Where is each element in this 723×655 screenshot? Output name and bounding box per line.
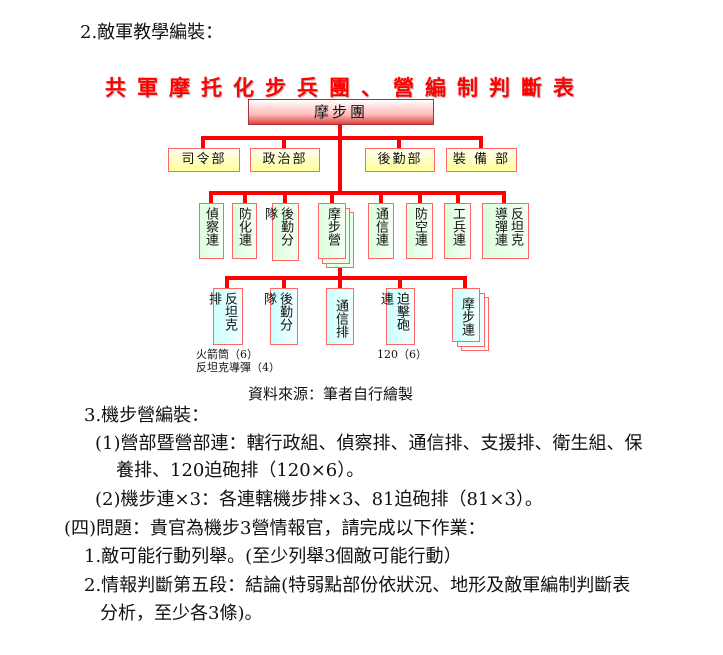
connector — [338, 123, 342, 193]
question-item: 分析，至少各3條)。 — [100, 603, 263, 624]
level1-box: 司令部 — [168, 148, 240, 172]
connector — [456, 191, 460, 204]
level3-box: 通信排 — [326, 288, 354, 345]
chart-title: 共軍摩托化步兵團、營編制判斷表 — [105, 75, 585, 100]
chart-note: 120（6） — [377, 348, 427, 361]
connector — [463, 276, 467, 289]
connector — [243, 191, 247, 204]
level3-box: 迫擊砲連 — [378, 288, 415, 345]
connector — [398, 276, 402, 289]
level2-box: 防空連 — [406, 203, 433, 259]
paragraph: (1)營部暨營部連：轄行政組、偵察排、通信排、支援排、衛生組、保 — [95, 433, 643, 454]
chart-note: 火箭筒（6） — [196, 348, 258, 361]
level2-box: 摩步營 — [318, 203, 346, 259]
level1-box: 裝 備 部 — [446, 148, 517, 172]
connector — [330, 191, 334, 204]
paragraph: 養排、120迫砲排（120×6）。 — [116, 460, 365, 481]
level2-box: 通信連 — [368, 203, 394, 259]
section-3-heading: 3.機步營編裝： — [84, 405, 210, 426]
connector — [282, 276, 286, 289]
connector — [397, 136, 401, 149]
level3-box: 反坦克排 — [206, 288, 243, 345]
connector — [282, 136, 286, 149]
connector — [201, 136, 483, 140]
question-item: 1.敵可能行動列舉。(至少列舉3個敵可能行動） — [84, 546, 462, 567]
connector — [479, 136, 483, 149]
level2-box: 防化連 — [232, 203, 257, 259]
paragraph: (2)機步連×3：各連轄機步排×3、81迫砲排（81×3）。 — [95, 489, 543, 510]
connector — [209, 191, 505, 195]
connector — [338, 276, 342, 289]
connector — [502, 191, 506, 204]
root-unit-box: 摩步團 — [248, 99, 434, 125]
connector — [201, 136, 205, 149]
level3-box: 後勤分隊 — [261, 288, 298, 345]
section-heading: 2.敵軍教學編裝： — [80, 22, 224, 43]
level2-box: 反坦克導彈連 — [482, 203, 529, 259]
level2-box: 工兵連 — [444, 203, 471, 259]
question-item: 2.情報判斷第五段：結論(特弱點部份依狀況、地形及敵軍編制判斷表 — [84, 575, 631, 596]
connector — [225, 276, 467, 280]
level2-box: 偵察連 — [199, 203, 224, 259]
level2-box: 後勤分隊 — [262, 203, 299, 261]
connector — [338, 264, 342, 278]
connector — [418, 191, 422, 204]
level1-box: 後勤部 — [365, 148, 435, 172]
level1-box: 政治部 — [250, 148, 320, 172]
question-heading: (四)問題：貴官為機步3營情報官，請完成以下作業： — [64, 518, 486, 539]
connector — [283, 191, 287, 204]
level3-box: 摩步連 — [452, 288, 480, 342]
connector — [209, 191, 213, 204]
chart-note: 反坦克導彈（4） — [196, 361, 280, 374]
chart-source: 資料來源：筆者自行繪製 — [248, 385, 414, 403]
connector — [379, 191, 383, 204]
connector — [225, 276, 229, 289]
